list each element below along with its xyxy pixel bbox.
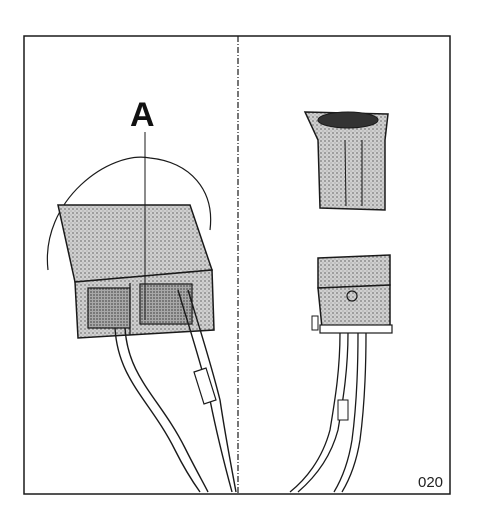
- wire-sleeve: [193, 367, 217, 405]
- right-panel-separated-parts: 020: [289, 111, 443, 493]
- connector-plug: [317, 254, 391, 289]
- plug-base-plate: [319, 324, 393, 334]
- plug-wire-sleeve: [337, 399, 349, 421]
- callout-label-a: A: [130, 96, 155, 134]
- connector-cover: [303, 111, 389, 211]
- terminal-slot-left: [87, 287, 131, 329]
- figure-frame: [23, 35, 451, 495]
- plug-wire-right: [333, 332, 359, 493]
- terminal-slot-right: [139, 283, 193, 325]
- plug-wire-left: [289, 332, 341, 493]
- left-panel-connector-detail: A: [46, 96, 237, 493]
- wire-left: [114, 327, 201, 493]
- connector-housing-top: [57, 204, 214, 283]
- figure-number: 020: [418, 474, 443, 491]
- detail-circle: [46, 156, 212, 271]
- plug-latch: [346, 290, 358, 302]
